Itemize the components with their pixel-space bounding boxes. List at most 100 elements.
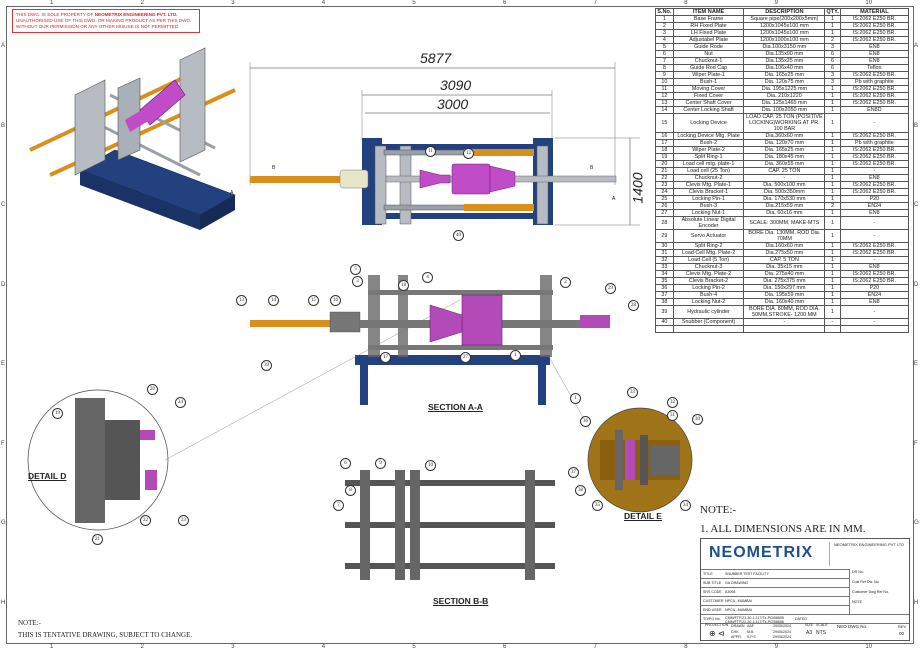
zone-row-label: A <box>914 43 919 49</box>
balloon-5: 5 <box>350 264 361 275</box>
bom-cell: 25 <box>655 195 674 203</box>
bom-cell: Dia. 120x75 mm <box>743 78 826 86</box>
balloon-28: 28 <box>628 300 639 311</box>
bom-cell <box>839 325 910 333</box>
balloon-35: 35 <box>592 500 603 511</box>
bom-cell: 1 <box>824 15 841 23</box>
disclaimer-text-rest: UNAUTHORISED USE OF THIS DWG. OR MAKING … <box>16 18 192 29</box>
projection-symbol-icon: ⊕ ⊲ <box>709 629 725 638</box>
bom-cell: Nut <box>672 50 745 58</box>
bom-cell: 18 <box>655 146 674 154</box>
bom-cell: 38 <box>655 298 674 306</box>
zone-column-label: 10 <box>865 644 873 650</box>
bom-cell: P20 <box>839 195 910 203</box>
balloon-38: 38 <box>575 485 586 496</box>
bom-cell: 1 <box>824 242 841 250</box>
field-value: NPCIL, MUMBAI <box>725 599 752 603</box>
bom-cell: 27 <box>655 209 674 217</box>
bom-cell: Locking Device <box>672 113 745 133</box>
bom-cell: Chucknut-2 <box>672 174 745 182</box>
bom-cell: 1 <box>824 85 841 93</box>
balloon-17: 17 <box>380 352 391 363</box>
footer-note-text: THIS IS TENTATIVE DRAWING, SUBJECT TO CH… <box>18 631 193 639</box>
bom-cell: 1 <box>824 209 841 217</box>
zone-column-label: 9 <box>774 644 779 650</box>
bom-cell: Square pipe(200x200x5mm) <box>743 15 826 23</box>
bom-cell: 14 <box>655 106 674 114</box>
bom-cell: 21 <box>655 167 674 175</box>
bom-cell: - <box>839 318 910 326</box>
bom-cell: 1 <box>824 132 841 140</box>
bom-cell: 6 <box>655 50 674 58</box>
bom-cell: 20 <box>655 160 674 168</box>
balloon-39: 39 <box>261 360 272 371</box>
bom-cell <box>743 325 826 333</box>
bom-cell: 23 <box>655 181 674 189</box>
bom-cell: 15 <box>655 113 674 133</box>
balloon-40: 40 <box>453 230 464 241</box>
bom-cell: - <box>839 167 910 175</box>
bom-cell: Load cell mtg. plate-1 <box>672 160 745 168</box>
bom-cell: Dia. 100x2050 mm <box>743 106 826 114</box>
balloon-8: 8 <box>345 485 356 496</box>
bom-cell: Dia. 360x55 mm <box>743 160 826 168</box>
bom-cell: 1 <box>824 263 841 271</box>
bom-cell: - <box>743 318 826 326</box>
section-a-a-view <box>250 275 610 405</box>
bom-cell: 28 <box>655 216 674 230</box>
dimension-inner-length: 3000 <box>437 96 469 112</box>
zone-column-label: 4 <box>321 644 326 650</box>
balloon-30: 30 <box>692 414 703 425</box>
balloon-13: 13 <box>236 295 247 306</box>
bom-cell: 1 <box>824 229 841 243</box>
title-ref-label: Cust Ref Dw. No. <box>852 580 880 584</box>
zone-column-label: 2 <box>140 644 144 650</box>
bom-cell: Locking Nut-2 <box>672 298 745 306</box>
field-value: NPCIL, MUMBAI <box>725 608 752 612</box>
bom-cell: Locking Pin-2 <box>672 284 745 292</box>
bom-cell: - <box>839 229 910 243</box>
bom-header-cell: QTY. <box>824 8 841 16</box>
bom-cell: CAP. 5 TON <box>743 256 826 264</box>
bom-cell: IS:2062 E250 BR. <box>839 146 910 154</box>
bom-cell: Wiper Plate-1 <box>672 71 745 79</box>
balloon-6: 6 <box>340 458 351 469</box>
balloon-11: 11 <box>425 146 436 157</box>
po-row: TO/PO No. CMM/FTF/21-30-1-117/Tz-PO/5865… <box>701 614 909 624</box>
zone-row-label: H <box>1 599 6 606</box>
bom-cell: 10 <box>655 78 674 86</box>
bom-cell: IS:2062 E250 BR. <box>839 153 910 161</box>
approval-date: 29/05/2024 <box>773 629 791 634</box>
bom-cell: IS:2062 E250 BR. <box>839 15 910 23</box>
bom-cell: Dia. 500x100 mm <box>743 181 826 189</box>
bom-cell: Load cell (25 Ton) <box>672 167 745 175</box>
detail-e-view <box>544 349 693 513</box>
bom-cell: 37 <box>655 291 674 299</box>
bom-cell: 1 <box>824 298 841 306</box>
zone-column-label: 7 <box>593 0 597 6</box>
balloon-33: 33 <box>627 387 638 398</box>
size-label: SIZE <box>805 623 813 627</box>
bom-cell: 17 <box>655 139 674 147</box>
bom-cell: LOAD CAP. 25 TON (POSITIVE LOCKING)WORKI… <box>743 113 826 133</box>
dimension-overall-length: 5877 <box>420 50 452 66</box>
bom-row <box>655 325 910 333</box>
drawing-frame <box>6 6 914 644</box>
balloon-34: 34 <box>680 500 691 511</box>
bom-cell: Center Shaft Cover <box>672 99 745 107</box>
zone-row-label: C <box>914 202 919 208</box>
bom-cell: Dia.135x25 mm <box>743 57 826 65</box>
bom-cell: Dia. 210x1220 <box>743 92 826 100</box>
balloon-27: 27 <box>460 352 471 363</box>
bom-cell: IS:2062 E250 BR. <box>839 181 910 189</box>
disclaimer-text: THIS DWG. IS SOLE PROPERTY OF <box>16 12 95 17</box>
